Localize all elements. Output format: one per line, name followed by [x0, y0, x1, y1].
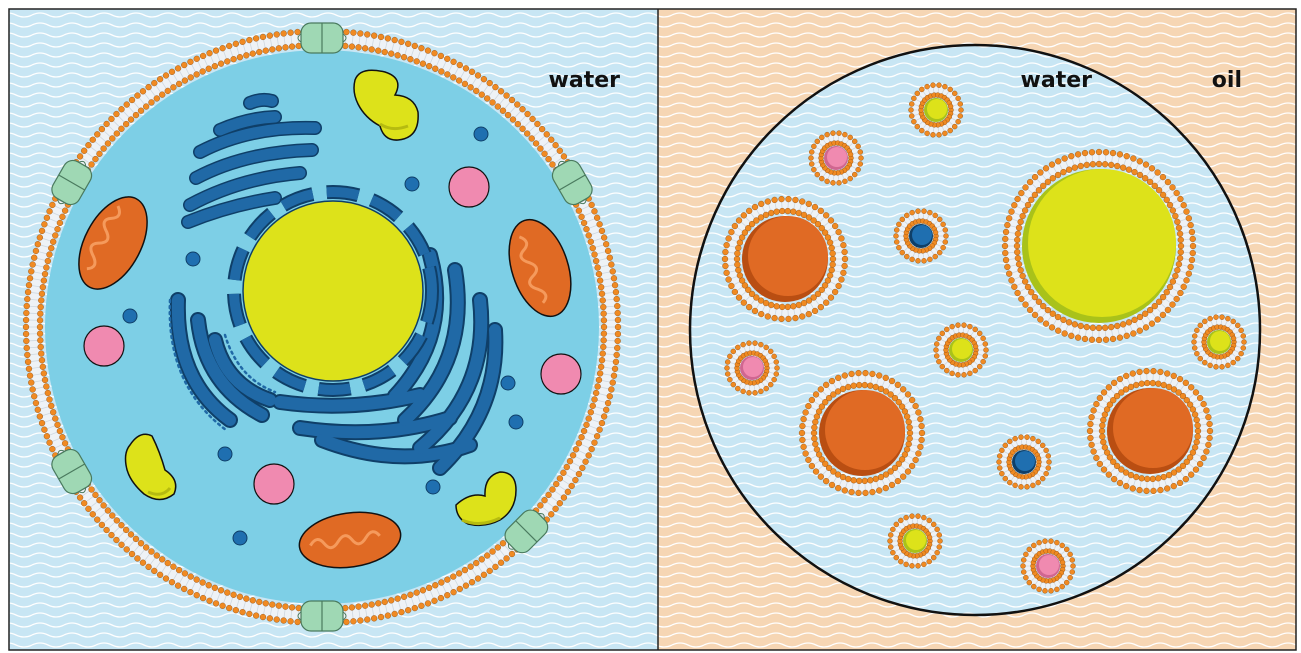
water-label-left: water	[549, 68, 621, 93]
water-label-right: water	[1021, 68, 1093, 93]
vesicle-icon	[84, 326, 124, 366]
vesicle-icon	[449, 167, 489, 207]
micelle-icon	[996, 435, 1051, 490]
micelle-icon	[908, 83, 963, 138]
micelle-icon	[887, 514, 942, 569]
protein-channel-icon	[298, 601, 346, 631]
micelle-icon	[808, 131, 863, 186]
protein-channel-icon	[298, 23, 346, 53]
micelle-icon	[933, 323, 988, 378]
micelle-icon	[893, 209, 948, 264]
vesicle-icon	[541, 354, 581, 394]
vesicle-icon	[254, 464, 294, 504]
oil-label: oil	[1212, 68, 1242, 93]
cell-panel: water	[9, 9, 658, 650]
micelle-icon	[724, 341, 779, 396]
micelle-icon	[1191, 315, 1246, 370]
emulsion-panel: water oil	[658, 9, 1296, 650]
micelle-icon	[1020, 539, 1075, 594]
